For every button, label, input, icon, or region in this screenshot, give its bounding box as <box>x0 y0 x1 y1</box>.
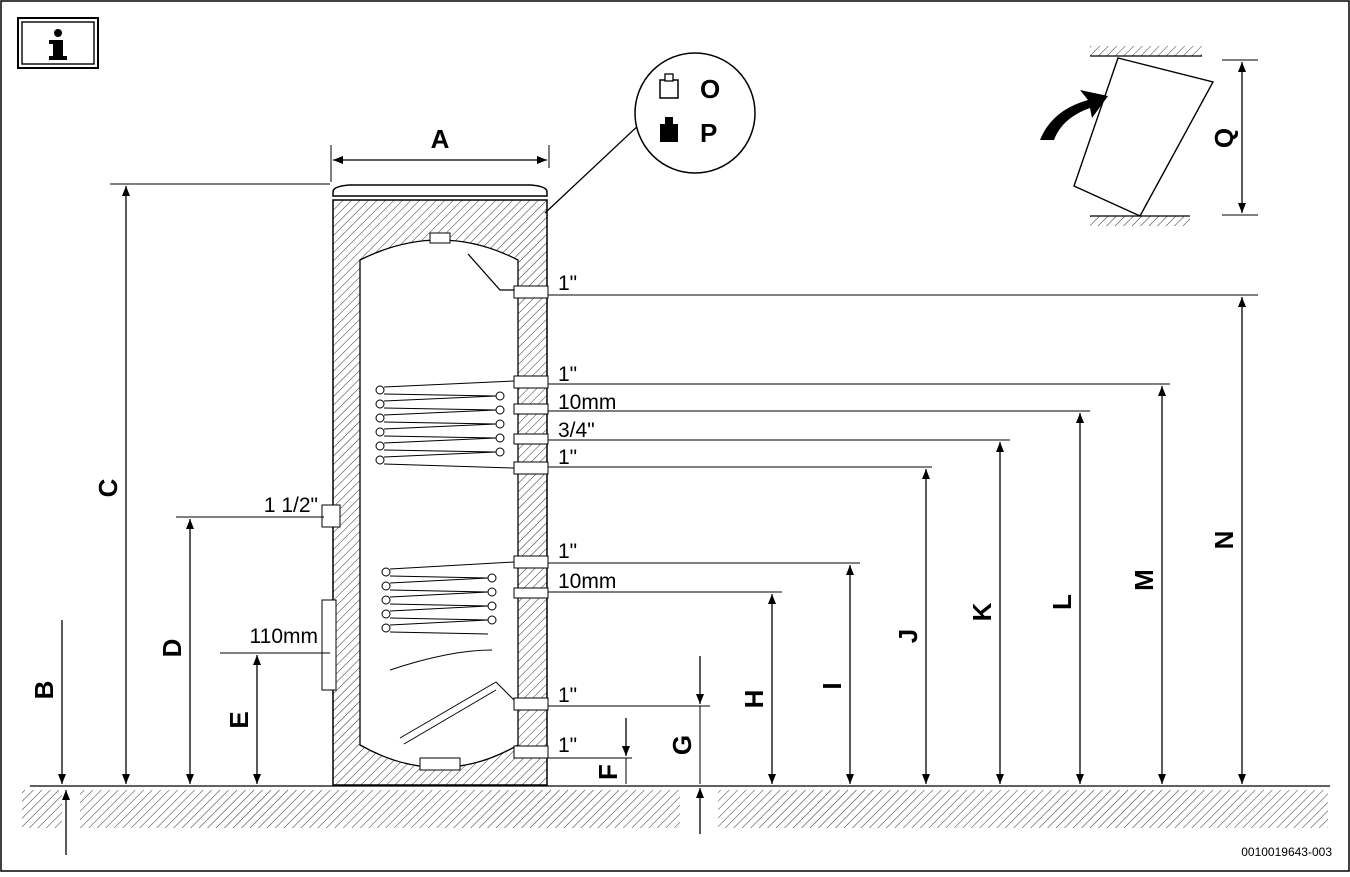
label-I: I <box>817 682 847 689</box>
connection-size-cold-water: 1" <box>558 734 577 757</box>
connection-size-inlet-side: 1 1/2" <box>264 494 318 517</box>
tank-lid <box>332 184 548 197</box>
connection-size-sensor-lower: 10mm <box>558 570 616 593</box>
storage-tank <box>332 184 548 786</box>
connection-size-labels: 1" 1" 10mm 3/4" 1" 1" 10mm 1" 1" <box>558 272 616 757</box>
label-G: G <box>667 735 697 755</box>
label-O: O <box>700 74 720 104</box>
connection-size-flange: 110mm <box>250 625 318 648</box>
full-weight-icon <box>660 117 678 142</box>
dimension-I: I <box>817 565 854 784</box>
info-icon <box>17 17 99 69</box>
tank-inner-vessel <box>359 239 519 769</box>
connection-size-circulation: 3/4" <box>558 419 595 442</box>
label-D: D <box>157 639 187 658</box>
label-P: P <box>700 118 717 148</box>
dimension-J: J <box>893 469 930 784</box>
dimension-G: G <box>667 656 704 834</box>
figure-reference-number: 0010019643-003 <box>1241 845 1332 859</box>
tilt-detail: Q <box>1040 46 1258 226</box>
connection-leaders <box>548 294 1258 759</box>
dimension-K: K <box>967 442 1004 784</box>
weight-callout: O P <box>544 52 756 214</box>
dimension-H: H <box>739 594 776 784</box>
dimension-A: A <box>330 124 550 182</box>
label-C: C <box>93 478 123 497</box>
lower-coil <box>381 561 515 745</box>
connection-size-lower-coil-in: 1" <box>558 540 577 563</box>
connection-size-top: 1" <box>558 272 577 295</box>
label-K: K <box>967 602 997 621</box>
label-L: L <box>1047 594 1077 610</box>
label-N: N <box>1209 531 1239 550</box>
dimension-N: N <box>1209 297 1246 784</box>
upper-coil <box>375 380 515 469</box>
dimension-B: B <box>29 620 70 855</box>
connection-size-upper-coil-in: 1" <box>558 363 577 386</box>
label-E: E <box>224 711 254 728</box>
tank-connections <box>321 285 549 759</box>
dimension-C: C <box>93 183 330 784</box>
tilt-arrow-icon <box>1040 90 1108 140</box>
connection-size-upper-coil-out: 1" <box>558 446 577 469</box>
label-F: F <box>593 764 623 780</box>
dimension-D: D 1 1/2" <box>157 494 324 784</box>
label-A: A <box>431 124 450 154</box>
dimension-E: E 110mm <box>220 625 330 784</box>
dimension-L: L <box>1047 413 1084 784</box>
floor <box>22 785 1330 828</box>
dimension-F: F <box>593 718 630 784</box>
label-J: J <box>893 629 923 643</box>
connection-size-lower-coil-out: 1" <box>558 684 577 707</box>
label-M: M <box>1129 569 1159 591</box>
empty-weight-icon <box>659 73 679 99</box>
connection-size-sensor-upper: 10mm <box>558 391 616 414</box>
dimension-M: M <box>1129 386 1166 784</box>
label-H: H <box>739 690 769 709</box>
label-B: B <box>29 681 59 700</box>
label-Q: Q <box>1209 128 1239 148</box>
